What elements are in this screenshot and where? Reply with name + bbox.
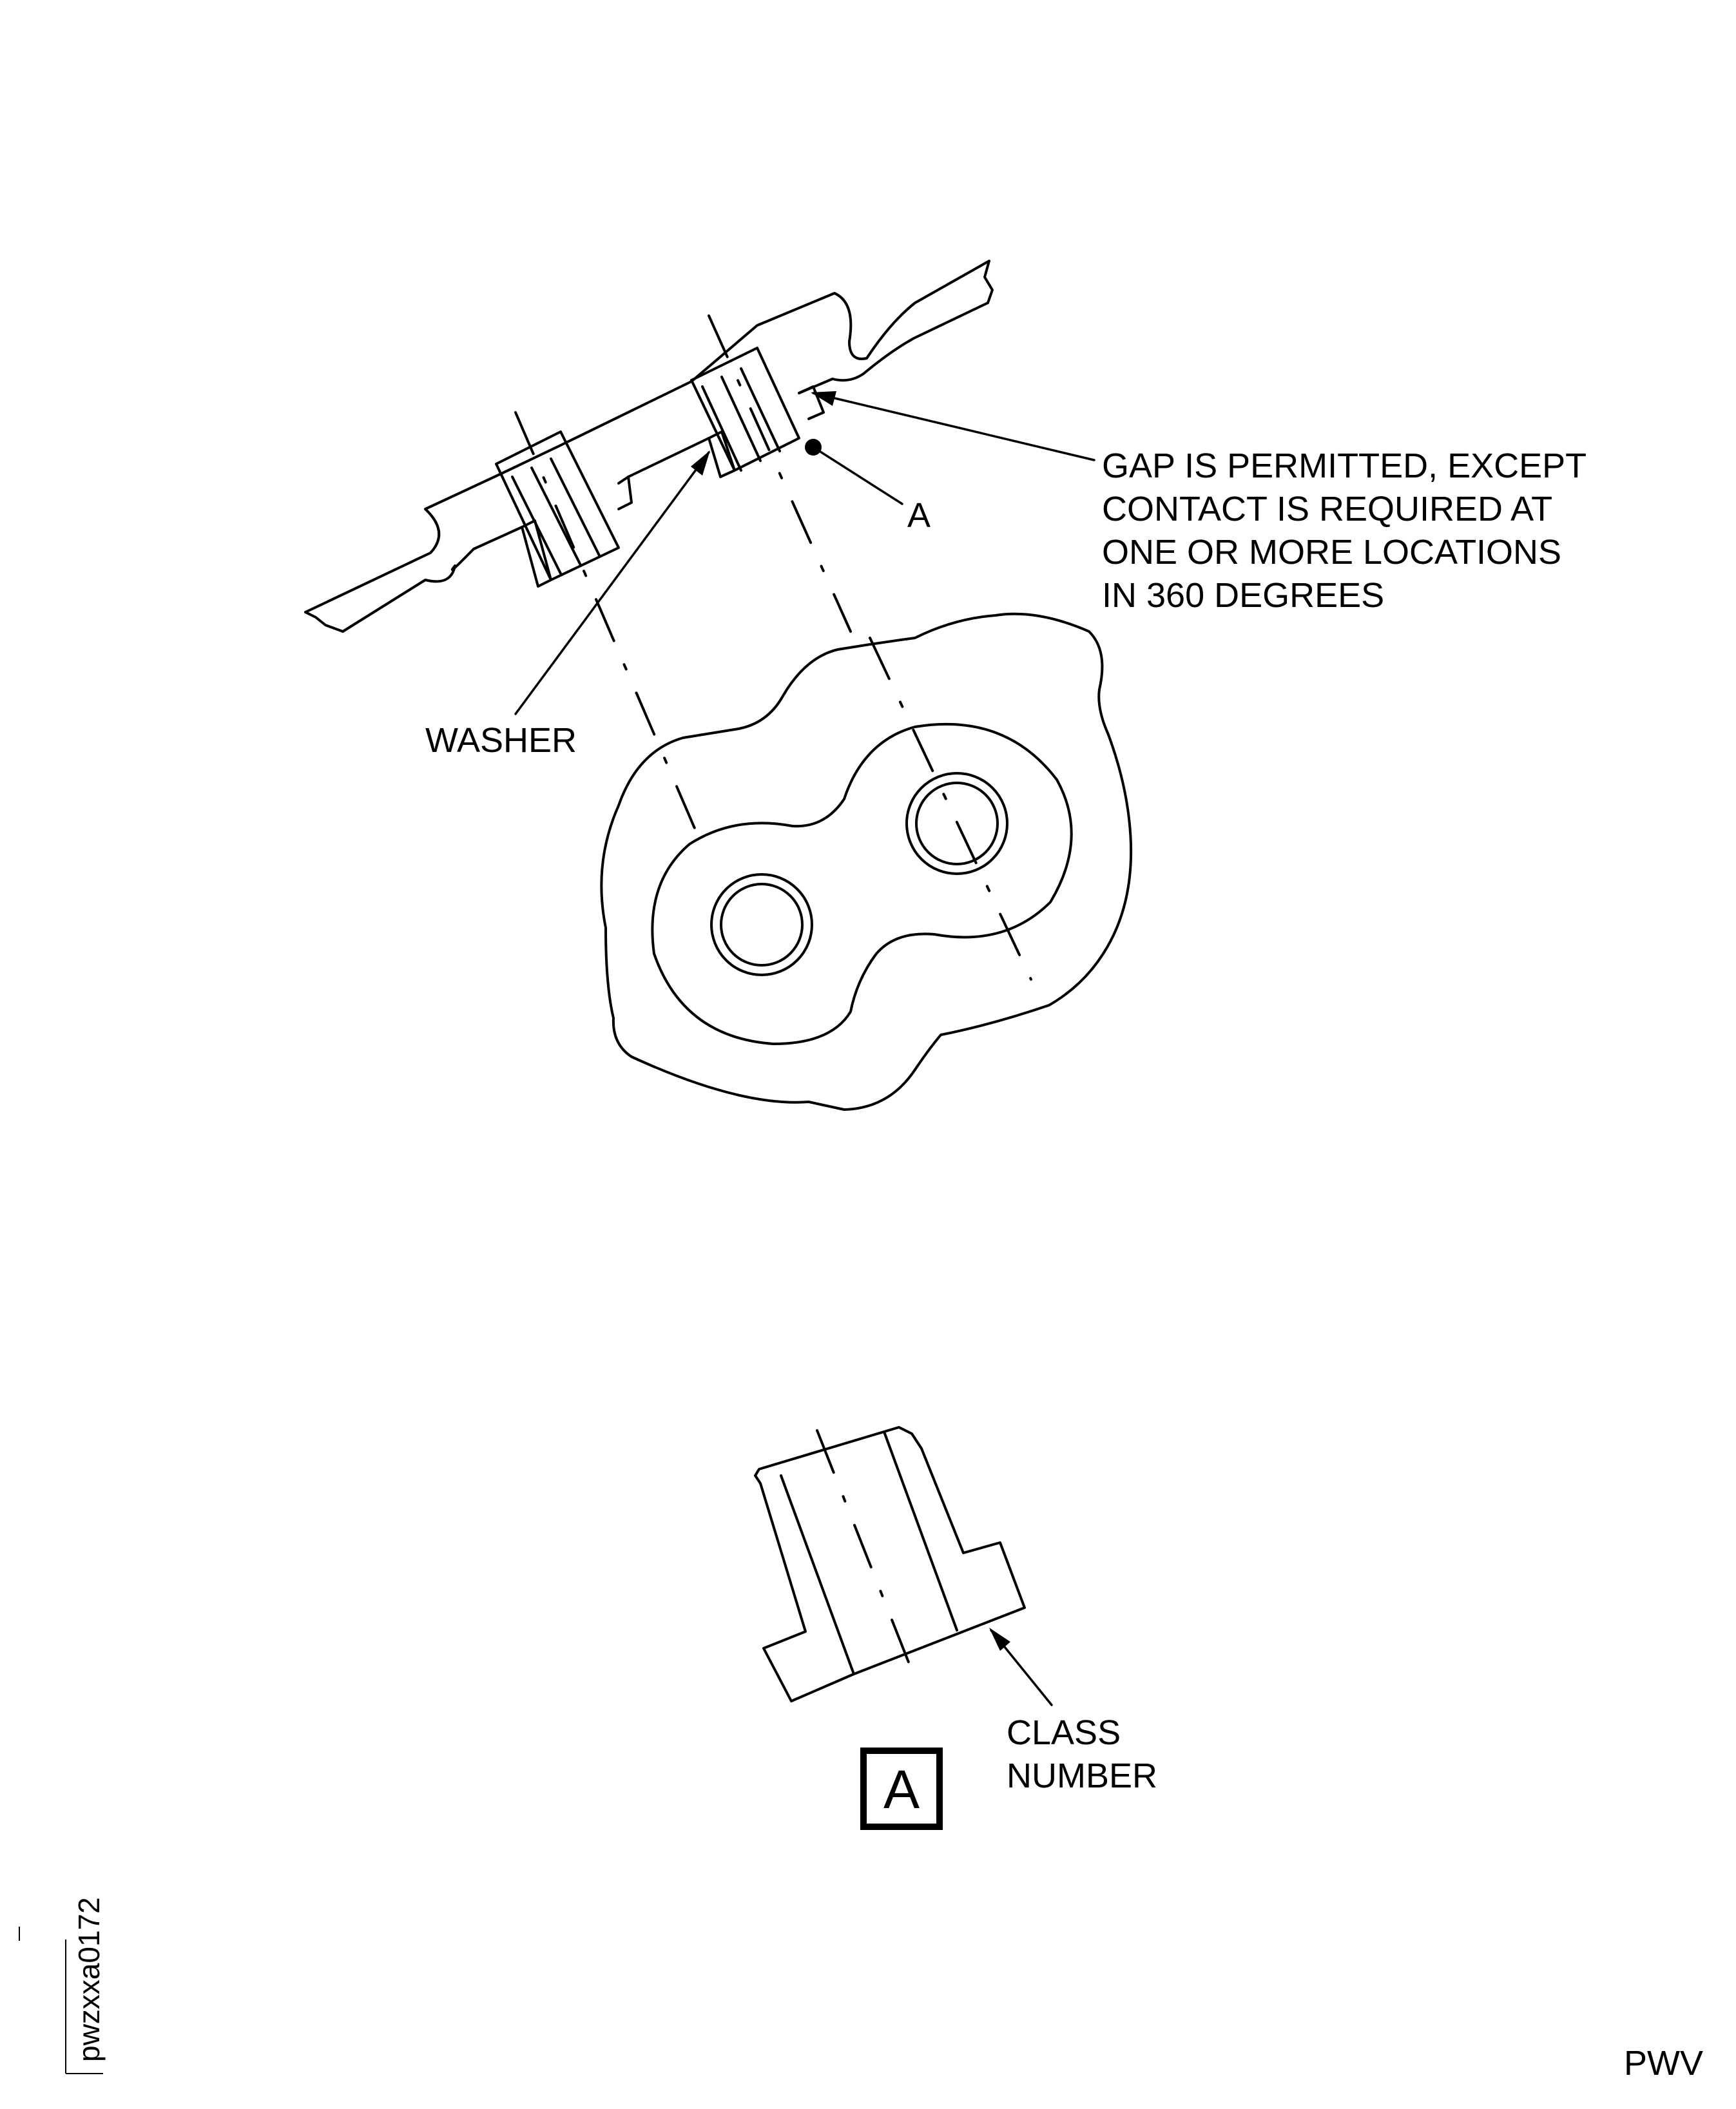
leaders bbox=[514, 391, 1095, 1706]
plate-bottom-edge bbox=[798, 302, 989, 394]
right-washer-step bbox=[708, 430, 736, 478]
left-washer-step bbox=[521, 519, 552, 588]
plate-bottom-middle bbox=[627, 437, 710, 478]
left-bushing-bore bbox=[511, 457, 601, 575]
class-number-arrowhead bbox=[989, 1628, 1010, 1651]
right-bushing-flange bbox=[798, 385, 825, 420]
washer-label: WASHER bbox=[425, 721, 577, 760]
view-callout-letter: A bbox=[883, 1759, 920, 1820]
gap-note-line-4: IN 360 DEGREES bbox=[1102, 576, 1384, 615]
washer-leader bbox=[514, 451, 710, 715]
bushing-detail-outline bbox=[754, 1426, 1026, 1702]
left-bushing-outline bbox=[495, 430, 620, 581]
left-hole-outer bbox=[710, 873, 813, 976]
gap-note-line-1: GAP IS PERMITTED, EXCEPT bbox=[1102, 447, 1587, 485]
gap-leader bbox=[812, 392, 1095, 461]
figure-id: pwzxxa0172 bbox=[72, 1897, 106, 2062]
washer-arrowhead bbox=[691, 450, 710, 476]
left-hole-inner bbox=[720, 883, 804, 967]
point-a-leader bbox=[812, 446, 903, 505]
bushing-detail-centerline bbox=[816, 1429, 918, 1683]
point-a-label: A bbox=[907, 496, 931, 535]
plate-break-right bbox=[983, 260, 994, 304]
plan-view bbox=[600, 612, 1133, 1111]
corner-code: PWV bbox=[1624, 2044, 1703, 2083]
left-centerline bbox=[514, 411, 697, 833]
boss-outer-outline bbox=[600, 612, 1133, 1111]
plate-top-edge bbox=[304, 260, 990, 613]
gap-note-line-2: CONTACT IS REQUIRED AT bbox=[1102, 490, 1552, 528]
class-number-line-2: NUMBER bbox=[1007, 1757, 1157, 1795]
class-number-line-1: CLASS bbox=[1007, 1713, 1121, 1752]
right-plan-centerline bbox=[869, 637, 1032, 981]
plate-bottom-left bbox=[342, 526, 523, 633]
plate-break-left bbox=[304, 611, 344, 633]
gap-note-line-3: ONE OR MORE LOCATIONS bbox=[1102, 533, 1561, 572]
flange-section bbox=[304, 260, 994, 833]
left-bushing-flange bbox=[617, 476, 633, 510]
right-hole-outer bbox=[905, 772, 1008, 875]
view-callout-box bbox=[860, 1748, 943, 1830]
bushing-detail-wall-left bbox=[780, 1474, 855, 1675]
right-bushing-outline bbox=[690, 347, 800, 472]
bushing-detail-wall-right bbox=[883, 1430, 958, 1632]
spotface-outline bbox=[651, 722, 1073, 1045]
right-hole-inner bbox=[915, 782, 999, 865]
bushing-detail bbox=[754, 1426, 1026, 1702]
gap-arrowhead bbox=[811, 391, 836, 406]
right-bushing-bore bbox=[701, 367, 781, 472]
right-centerline bbox=[708, 314, 852, 633]
